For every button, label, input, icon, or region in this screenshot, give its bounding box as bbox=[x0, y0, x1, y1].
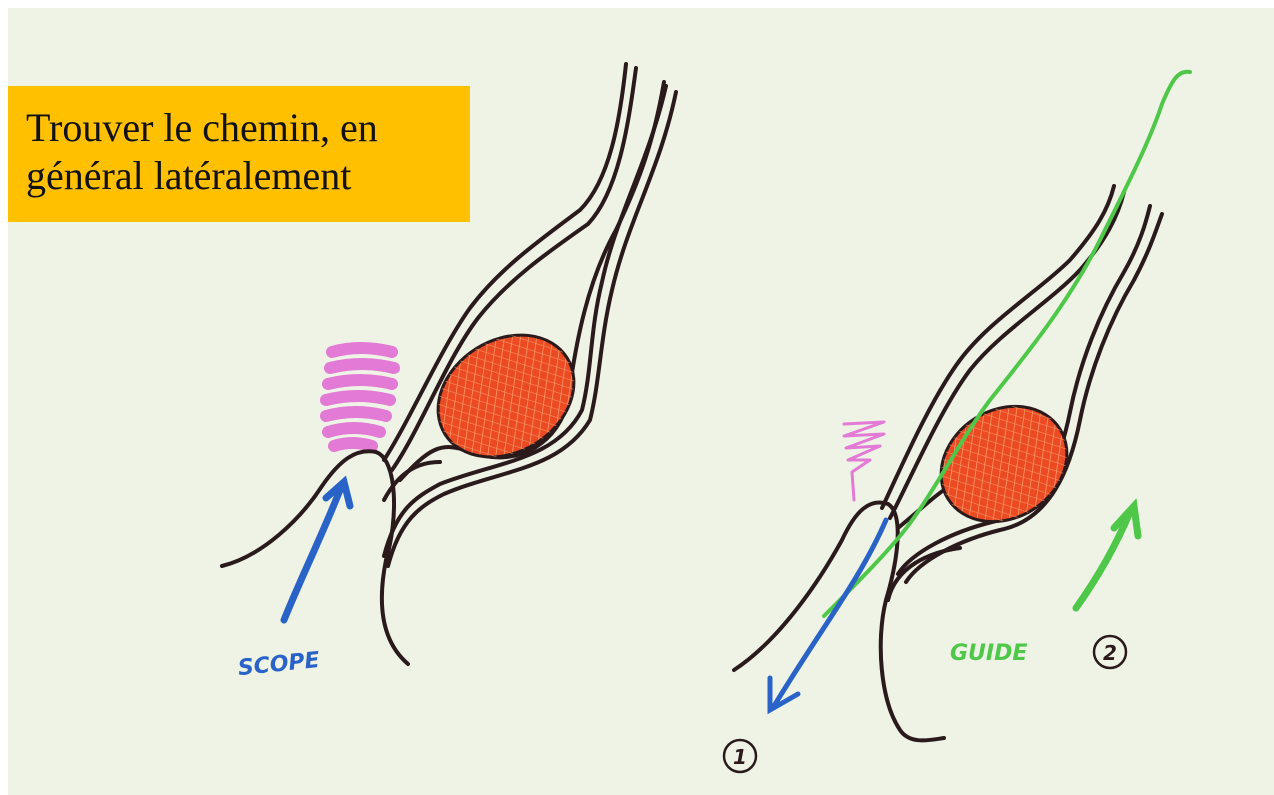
scope-arrow bbox=[284, 482, 350, 620]
right-fold-mark bbox=[844, 422, 884, 500]
step-1-label: 1 bbox=[733, 745, 747, 769]
left-papilla-outline bbox=[222, 451, 408, 664]
title-line-2: général latéralement bbox=[26, 152, 456, 200]
right-papilla-sketch: GUIDE 2 1 bbox=[724, 72, 1190, 772]
scope-arrow-step1 bbox=[770, 520, 886, 710]
title-line-1: Trouver le chemin, en bbox=[26, 104, 456, 152]
step-2-badge: 2 bbox=[1094, 636, 1126, 668]
title-box: Trouver le chemin, en général latéraleme… bbox=[8, 86, 470, 222]
right-papilla-outline bbox=[734, 503, 944, 741]
guide-label: GUIDE bbox=[950, 641, 1027, 666]
step-1-badge: 1 bbox=[724, 740, 756, 772]
scope-label: SCOPE bbox=[237, 648, 321, 681]
step-2-label: 2 bbox=[1103, 641, 1117, 665]
guide-arrow-step2 bbox=[1076, 506, 1138, 608]
left-fold-mark bbox=[326, 348, 394, 446]
